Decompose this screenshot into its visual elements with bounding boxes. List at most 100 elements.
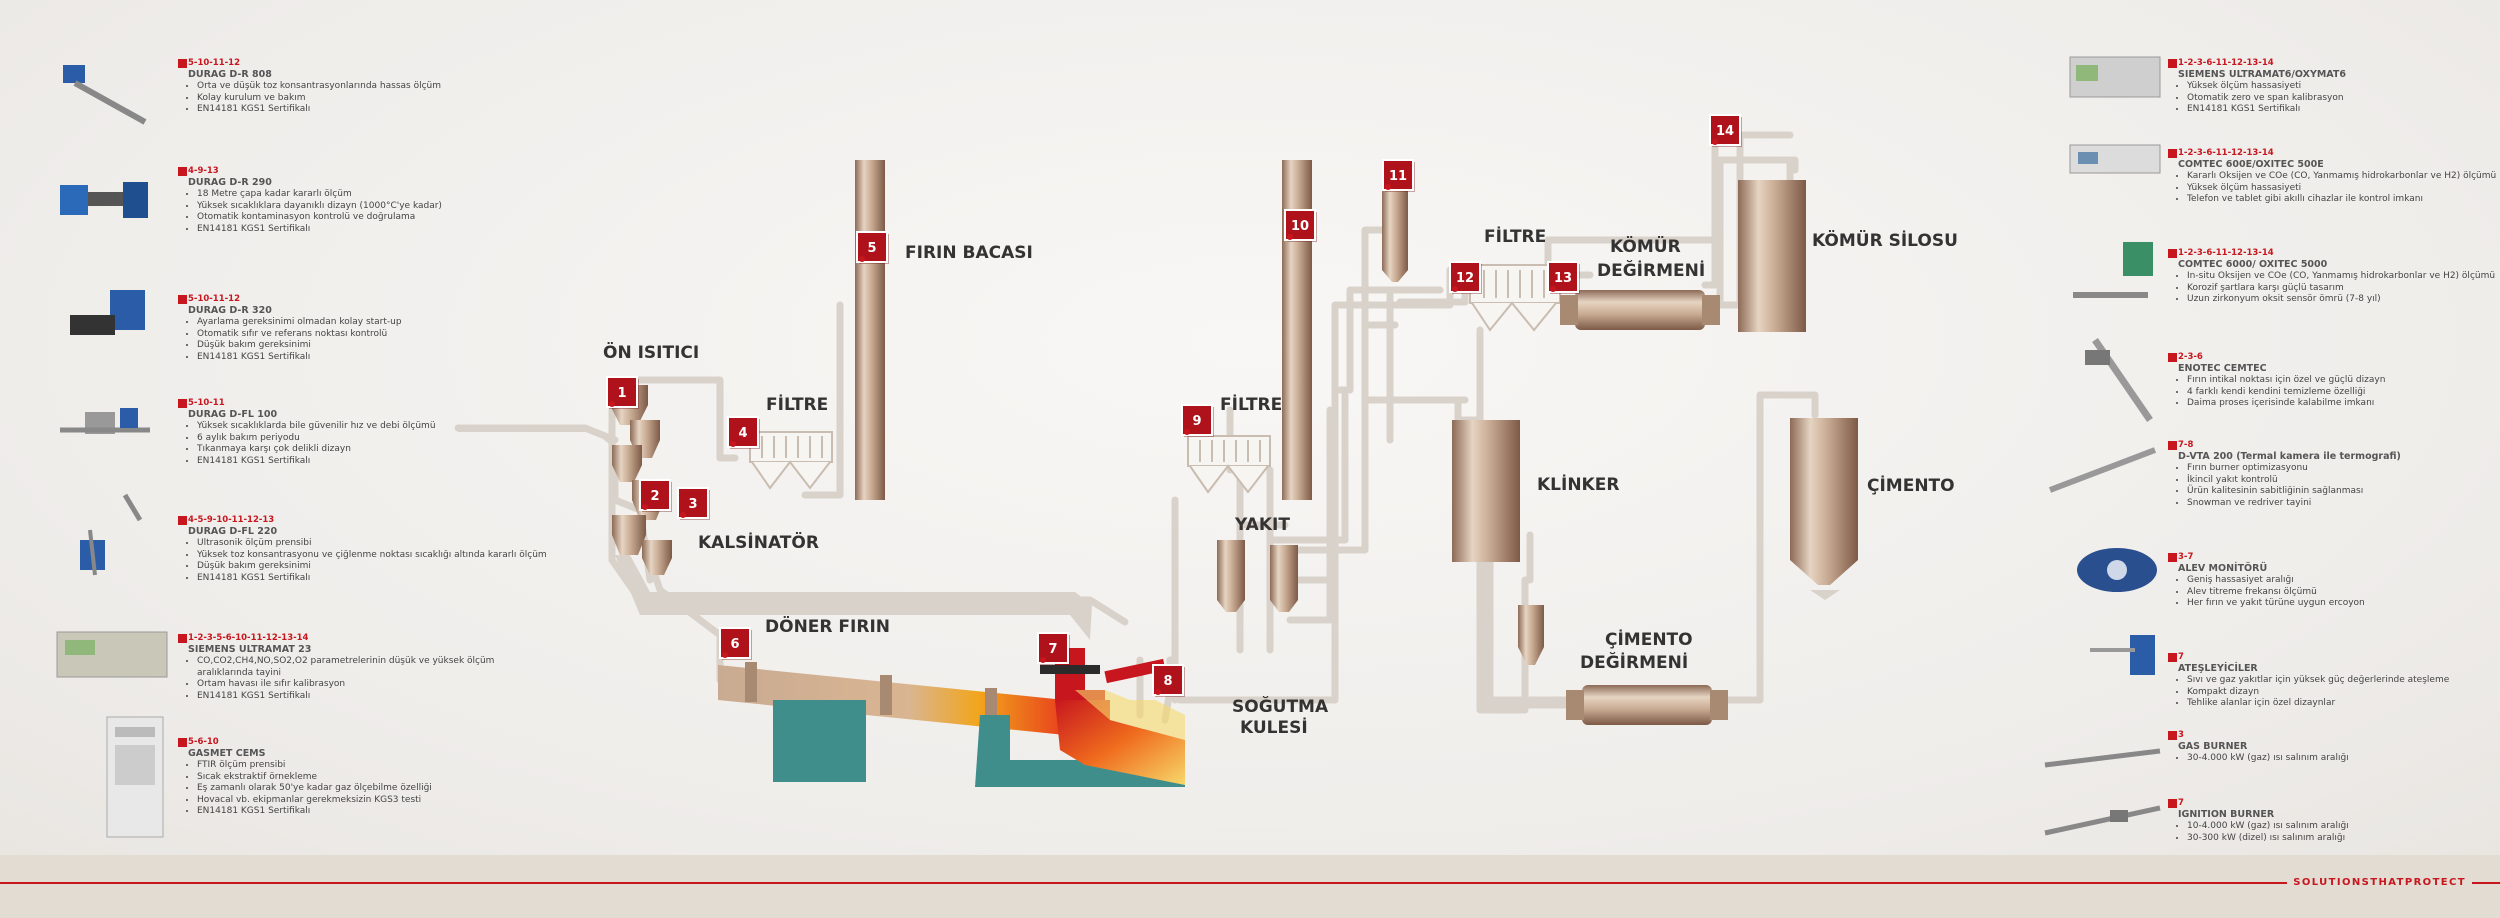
product-marker — [2168, 149, 2177, 158]
product-feature: Uzun zirkonyum oksit sensör ömrü (7-8 yı… — [2187, 294, 2500, 306]
product-features: Fırın intikal noktası için özel ve güçlü… — [2178, 375, 2500, 410]
comtec-analyzer-image — [2068, 143, 2163, 175]
measurement-point-label: 14 — [1716, 124, 1734, 139]
product-name: GAS BURNER — [2178, 741, 2248, 752]
flame-monitor-image — [2072, 545, 2162, 595]
product-marker — [178, 738, 187, 747]
label-komur-degirmeni-1: KÖMÜR — [1610, 235, 1681, 257]
measurement-point-1: 1 — [606, 376, 639, 409]
thermal-camera-image — [2045, 440, 2165, 500]
measurement-point-3: 3 — [677, 487, 710, 520]
label-komur-degirmeni-2: DEĞİRMENİ — [1597, 259, 1705, 281]
measurement-point-label: 12 — [1456, 271, 1474, 286]
product-feature: EN14181 KGS1 Sertifikalı — [197, 224, 548, 236]
product-feature: Yüksek ölçüm hassasiyeti — [2187, 81, 2500, 93]
measurement-point-label: 1 — [617, 386, 626, 401]
measurement-point-6: 6 — [719, 627, 752, 660]
product-name: DURAG D-R 808 — [188, 69, 272, 80]
product-name: DURAG D-FL 220 — [188, 526, 278, 537]
product-name: DURAG D-FL 100 — [188, 409, 278, 420]
product-feature: 6 aylık bakım periyodu — [197, 433, 548, 445]
measurement-point-8: 8 — [1152, 664, 1185, 697]
product-name: DURAG D-R 290 — [188, 177, 272, 188]
label-yakit: YAKIT — [1234, 515, 1290, 535]
product-marker — [178, 295, 187, 304]
product-code: 2-3-6 — [2178, 352, 2203, 362]
label-sogutma-2: KULESİ — [1240, 716, 1308, 738]
product-code: 1-2-3-6-11-12-13-14 — [2178, 248, 2274, 258]
clinker-cooler — [1040, 648, 1185, 785]
measurement-point-14: 14 — [1709, 114, 1742, 147]
product-code: 3-7 — [2178, 552, 2194, 562]
product-marker — [178, 516, 187, 525]
product-marker — [2168, 653, 2177, 662]
fuel-silos — [1217, 540, 1298, 612]
product-feature: EN14181 KGS1 Sertifikalı — [197, 352, 548, 364]
product-marker — [2168, 731, 2177, 740]
product-features: Sıvı ve gaz yakıtlar için yüksek güç değ… — [2178, 675, 2500, 710]
product-features: Yüksek ölçüm hassasiyetiOtomatik zero ve… — [2178, 81, 2500, 116]
product-feature: Ortam havası ile sıfır kalibrasyon — [197, 679, 548, 691]
pipes — [454, 116, 1819, 724]
measurement-point-label: 5 — [867, 241, 876, 256]
product-feature: Eş zamanlı olarak 50'ye kadar gaz ölçebi… — [197, 783, 548, 795]
product-features: FTIR ölçüm prensibiSıcak ekstraktif örne… — [188, 760, 548, 818]
product-code: 5-6-10 — [188, 737, 219, 747]
dust-probe-image — [55, 60, 155, 130]
product-marker — [178, 634, 187, 643]
product-features: In-situ Oksijen ve COe (CO, Yanmamış hid… — [2178, 271, 2500, 306]
product-feature: Tıkanmaya karşı çok delikli dizayn — [197, 444, 548, 456]
product-feature: Otomatik sıfır ve referans noktası kontr… — [197, 329, 548, 341]
product-name: COMTEC 600E/OXITEC 500E — [2178, 159, 2324, 170]
product-name: ENOTEC CEMTEC — [2178, 363, 2267, 374]
product-feature: Düşük bakım gereksinimi — [197, 561, 548, 573]
product-features: 10-4.000 kW (gaz) ısı salınım aralığı30-… — [2178, 821, 2500, 844]
product-features: Yüksek sıcaklıklarda bile güvenilir hız … — [188, 421, 548, 467]
label-cimento-degirmeni-1: ÇİMENTO — [1605, 628, 1693, 650]
product-name: COMTEC 6000/ OXITEC 5000 — [2178, 259, 2328, 270]
clinker-silo — [1452, 420, 1520, 562]
product-name: IGNITION BURNER — [2178, 809, 2275, 820]
product-feature: Kararlı Oksijen ve COe (CO, Yanmamış hid… — [2187, 171, 2500, 183]
kiln-stack — [855, 160, 885, 500]
filter-1 — [749, 431, 833, 490]
coal-mill — [1560, 290, 1720, 330]
coal-silo — [1738, 180, 1806, 332]
product-features: Kararlı Oksijen ve COe (CO, Yanmamış hid… — [2178, 171, 2500, 206]
right-product-7: 7ATEŞLEYİCİLERSıvı ve gaz yakıtlar için … — [2178, 652, 2500, 710]
cement-silo — [1790, 418, 1858, 585]
product-name: SIEMENS ULTRAMAT6/OXYMAT6 — [2178, 69, 2346, 80]
product-feature: Alev titreme frekansı ölçümü — [2187, 587, 2500, 599]
product-feature: EN14181 KGS1 Sertifikalı — [197, 691, 548, 703]
label-firin-bacasi: FIRIN BACASI — [905, 243, 1033, 263]
product-features: Geniş hassasiyet aralığıAlev titreme fre… — [2178, 575, 2500, 610]
product-marker — [2168, 353, 2177, 362]
product-feature: 4 farklı kendi kendini temizleme özelliğ… — [2187, 387, 2500, 399]
riser-duct — [615, 555, 1092, 640]
comtec-probe-image — [2068, 240, 2163, 310]
product-feature: 10-4.000 kW (gaz) ısı salınım aralığı — [2187, 821, 2500, 833]
product-feature: Ürün kalitesinin sabitliğinin sağlanması — [2187, 486, 2500, 498]
product-code: 1-2-3-6-11-12-13-14 — [2178, 148, 2274, 158]
product-marker — [178, 59, 187, 68]
product-feature: Yüksek toz konsantrasyonu ve çiğlenme no… — [197, 550, 548, 562]
product-features: Orta ve düşük toz konsantrasyonlarında h… — [188, 81, 548, 116]
label-on-isitici: ÖN ISITICI — [603, 341, 699, 363]
measurement-point-10: 10 — [1284, 209, 1317, 242]
product-features: Ultrasonik ölçüm prensibiYüksek toz kons… — [188, 538, 548, 584]
product-feature: Korozif şartlara karşı güçlü tasarım — [2187, 283, 2500, 295]
product-marker — [2168, 441, 2177, 450]
measurement-point-label: 9 — [1192, 414, 1201, 429]
cems-cabinet-image — [105, 715, 165, 840]
product-feature: EN14181 KGS1 Sertifikalı — [197, 456, 548, 468]
label-klinker: KLİNKER — [1537, 473, 1619, 495]
product-feature: Ultrasonik ölçüm prensibi — [197, 538, 548, 550]
product-marker — [2168, 59, 2177, 68]
